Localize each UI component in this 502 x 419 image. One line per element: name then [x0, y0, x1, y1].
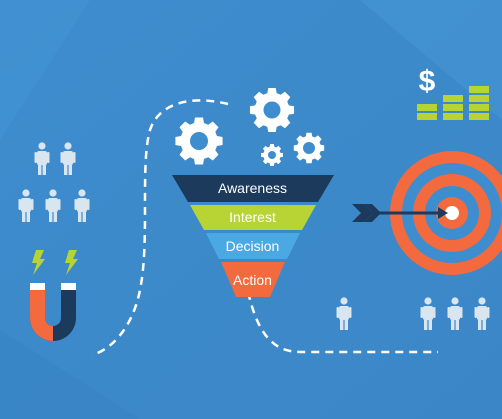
funnel-label-interest: Interest [229, 209, 276, 225]
money-stack-icon [417, 86, 489, 120]
gear-icon [249, 87, 295, 133]
dollar-sign-icon: $ [419, 65, 436, 98]
lightning-icon [65, 250, 78, 275]
dashed-path-bottom [246, 291, 438, 354]
gear-icon [261, 144, 283, 166]
gear-icon [293, 132, 325, 164]
funnel-stage-awareness [172, 175, 334, 202]
background-shape [360, 0, 502, 120]
funnel-stage-interest [190, 205, 316, 230]
funnel-label-action: Action [233, 272, 272, 288]
funnel-stage-action [221, 262, 285, 297]
arrow-icon [352, 204, 448, 222]
dashed-path-left [91, 99, 229, 357]
lightning-group [32, 250, 78, 275]
background-shape [0, 0, 90, 140]
funnel-stage-decision [206, 233, 300, 259]
lightning-icon [32, 250, 45, 275]
background-shape [0, 330, 140, 419]
funnel-label-decision: Decision [225, 238, 280, 254]
funnel-label-awareness: Awareness [217, 180, 287, 196]
gear-icon [175, 117, 223, 165]
magnet-icon [30, 283, 76, 341]
gears [175, 87, 325, 166]
